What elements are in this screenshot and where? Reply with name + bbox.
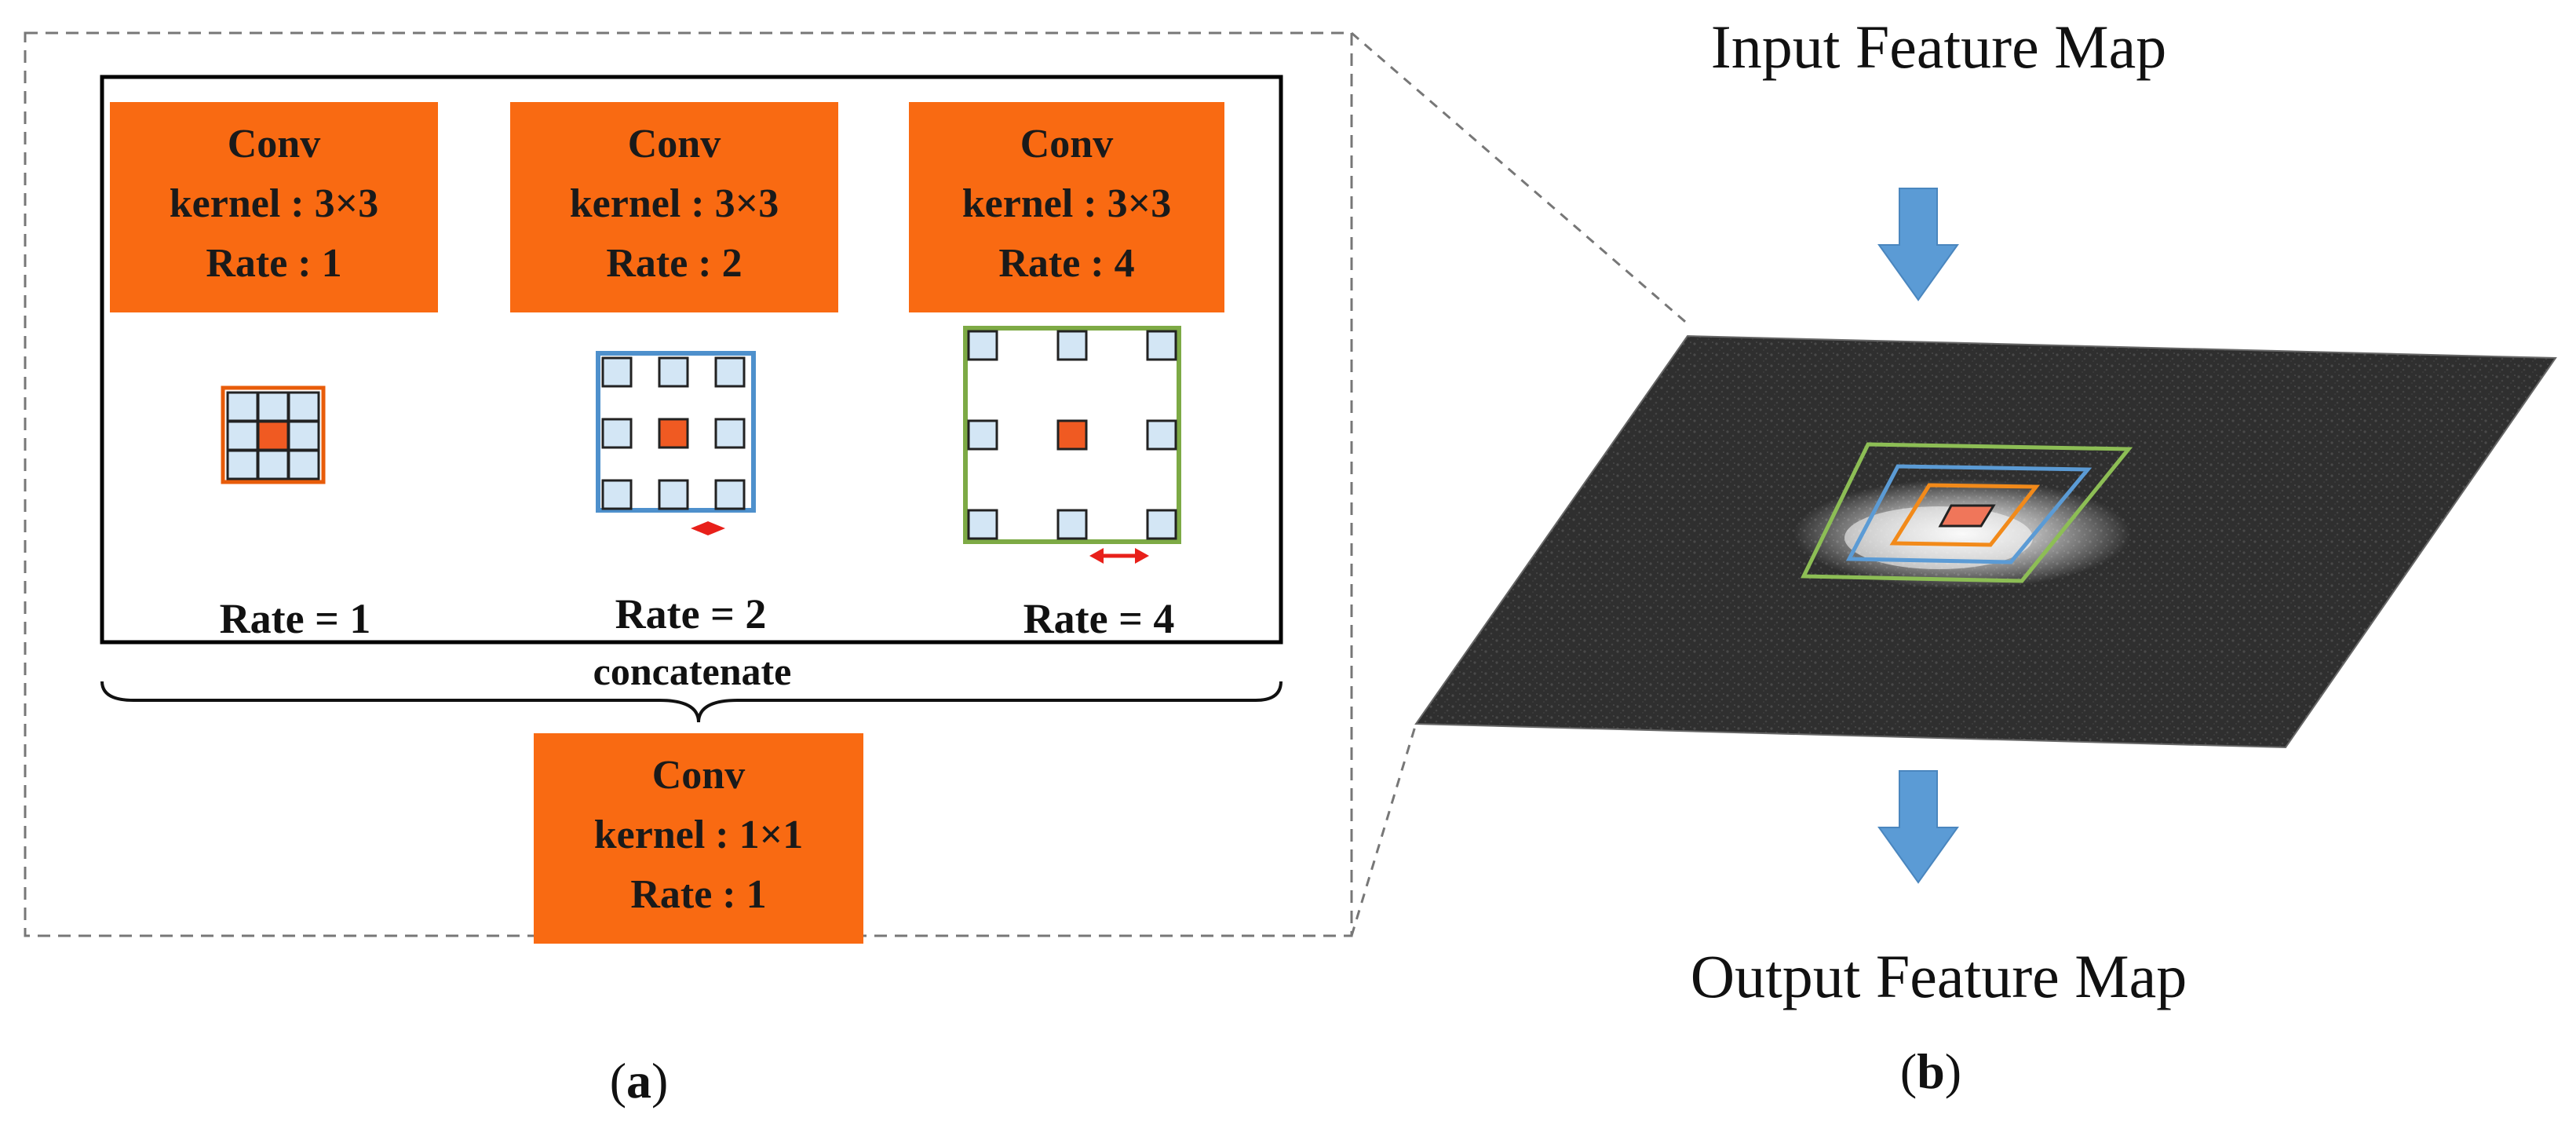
conv-block-rate: Rate : 1: [206, 241, 341, 286]
rate-label-1: Rate = 1: [220, 595, 371, 642]
panel-b: Input Feature Map Output Feature Map (b): [1414, 13, 2557, 1099]
rate-label-2: Rate = 2: [615, 590, 767, 637]
output-feature-map-label: Output Feature Map: [1691, 942, 2187, 1010]
gap-marker-rate-2: [691, 521, 725, 535]
conv-block-kernel: kernel : 3×3: [962, 181, 1171, 226]
zoom-connector-top: [1351, 31, 1690, 327]
conv-block-title: Conv: [628, 122, 721, 166]
receptive-field-rate-1: [1889, 483, 2041, 547]
conv-block-rate: Rate : 1: [630, 872, 766, 917]
conv-block-rate-2: Conv kernel : 3×3 Rate : 2: [510, 102, 838, 312]
concatenate-label: concatenate: [593, 649, 792, 693]
conv-block-kernel: kernel : 3×3: [570, 181, 779, 226]
conv-block-title: Conv: [652, 753, 745, 798]
concatenate-brace: [100, 681, 1283, 723]
input-feature-map-label: Input Feature Map: [1711, 13, 2167, 81]
kernel-grid-rate-2: [596, 351, 756, 513]
gap-arrow-rate-4: [1089, 548, 1149, 564]
rate-label-4: Rate = 4: [1023, 595, 1175, 642]
conv-block-kernel: kernel : 1×1: [594, 813, 803, 857]
kernel-grid-rate-1: [221, 385, 326, 484]
caption-b: (b): [1900, 1043, 1961, 1099]
dashed-outer-frame: [24, 31, 1353, 937]
conv-block-1x1: Conv kernel : 1×1 Rate : 1: [534, 733, 863, 944]
kernel-grid-rate-4: [963, 326, 1181, 544]
caption-a: (a): [610, 1053, 669, 1109]
conv-block-kernel: kernel : 3×3: [170, 181, 378, 226]
conv-block-rate: Rate : 4: [998, 241, 1134, 286]
down-arrow-output: [1877, 770, 1959, 884]
conv-block-title: Conv: [228, 122, 320, 166]
conv-block-rate: Rate : 2: [606, 241, 742, 286]
receptive-field-rate-2: [1845, 464, 2093, 564]
down-arrow-input: [1877, 188, 1959, 301]
panel-a: Conv kernel : 3×3 Rate : 1 Conv kernel :…: [24, 31, 1353, 1109]
feature-map-plane: [1414, 334, 2557, 749]
center-pixel: [1938, 504, 1996, 528]
zoom-connector-bottom: [1350, 723, 1418, 937]
receptive-field-rate-4: [1801, 442, 2133, 583]
branch-frame: [100, 75, 1283, 645]
conv-block-rate-4: Conv kernel : 3×3 Rate : 4: [909, 102, 1224, 312]
conv-block-rate-1: Conv kernel : 3×3 Rate : 1: [110, 102, 438, 312]
conv-block-title: Conv: [1020, 122, 1113, 166]
